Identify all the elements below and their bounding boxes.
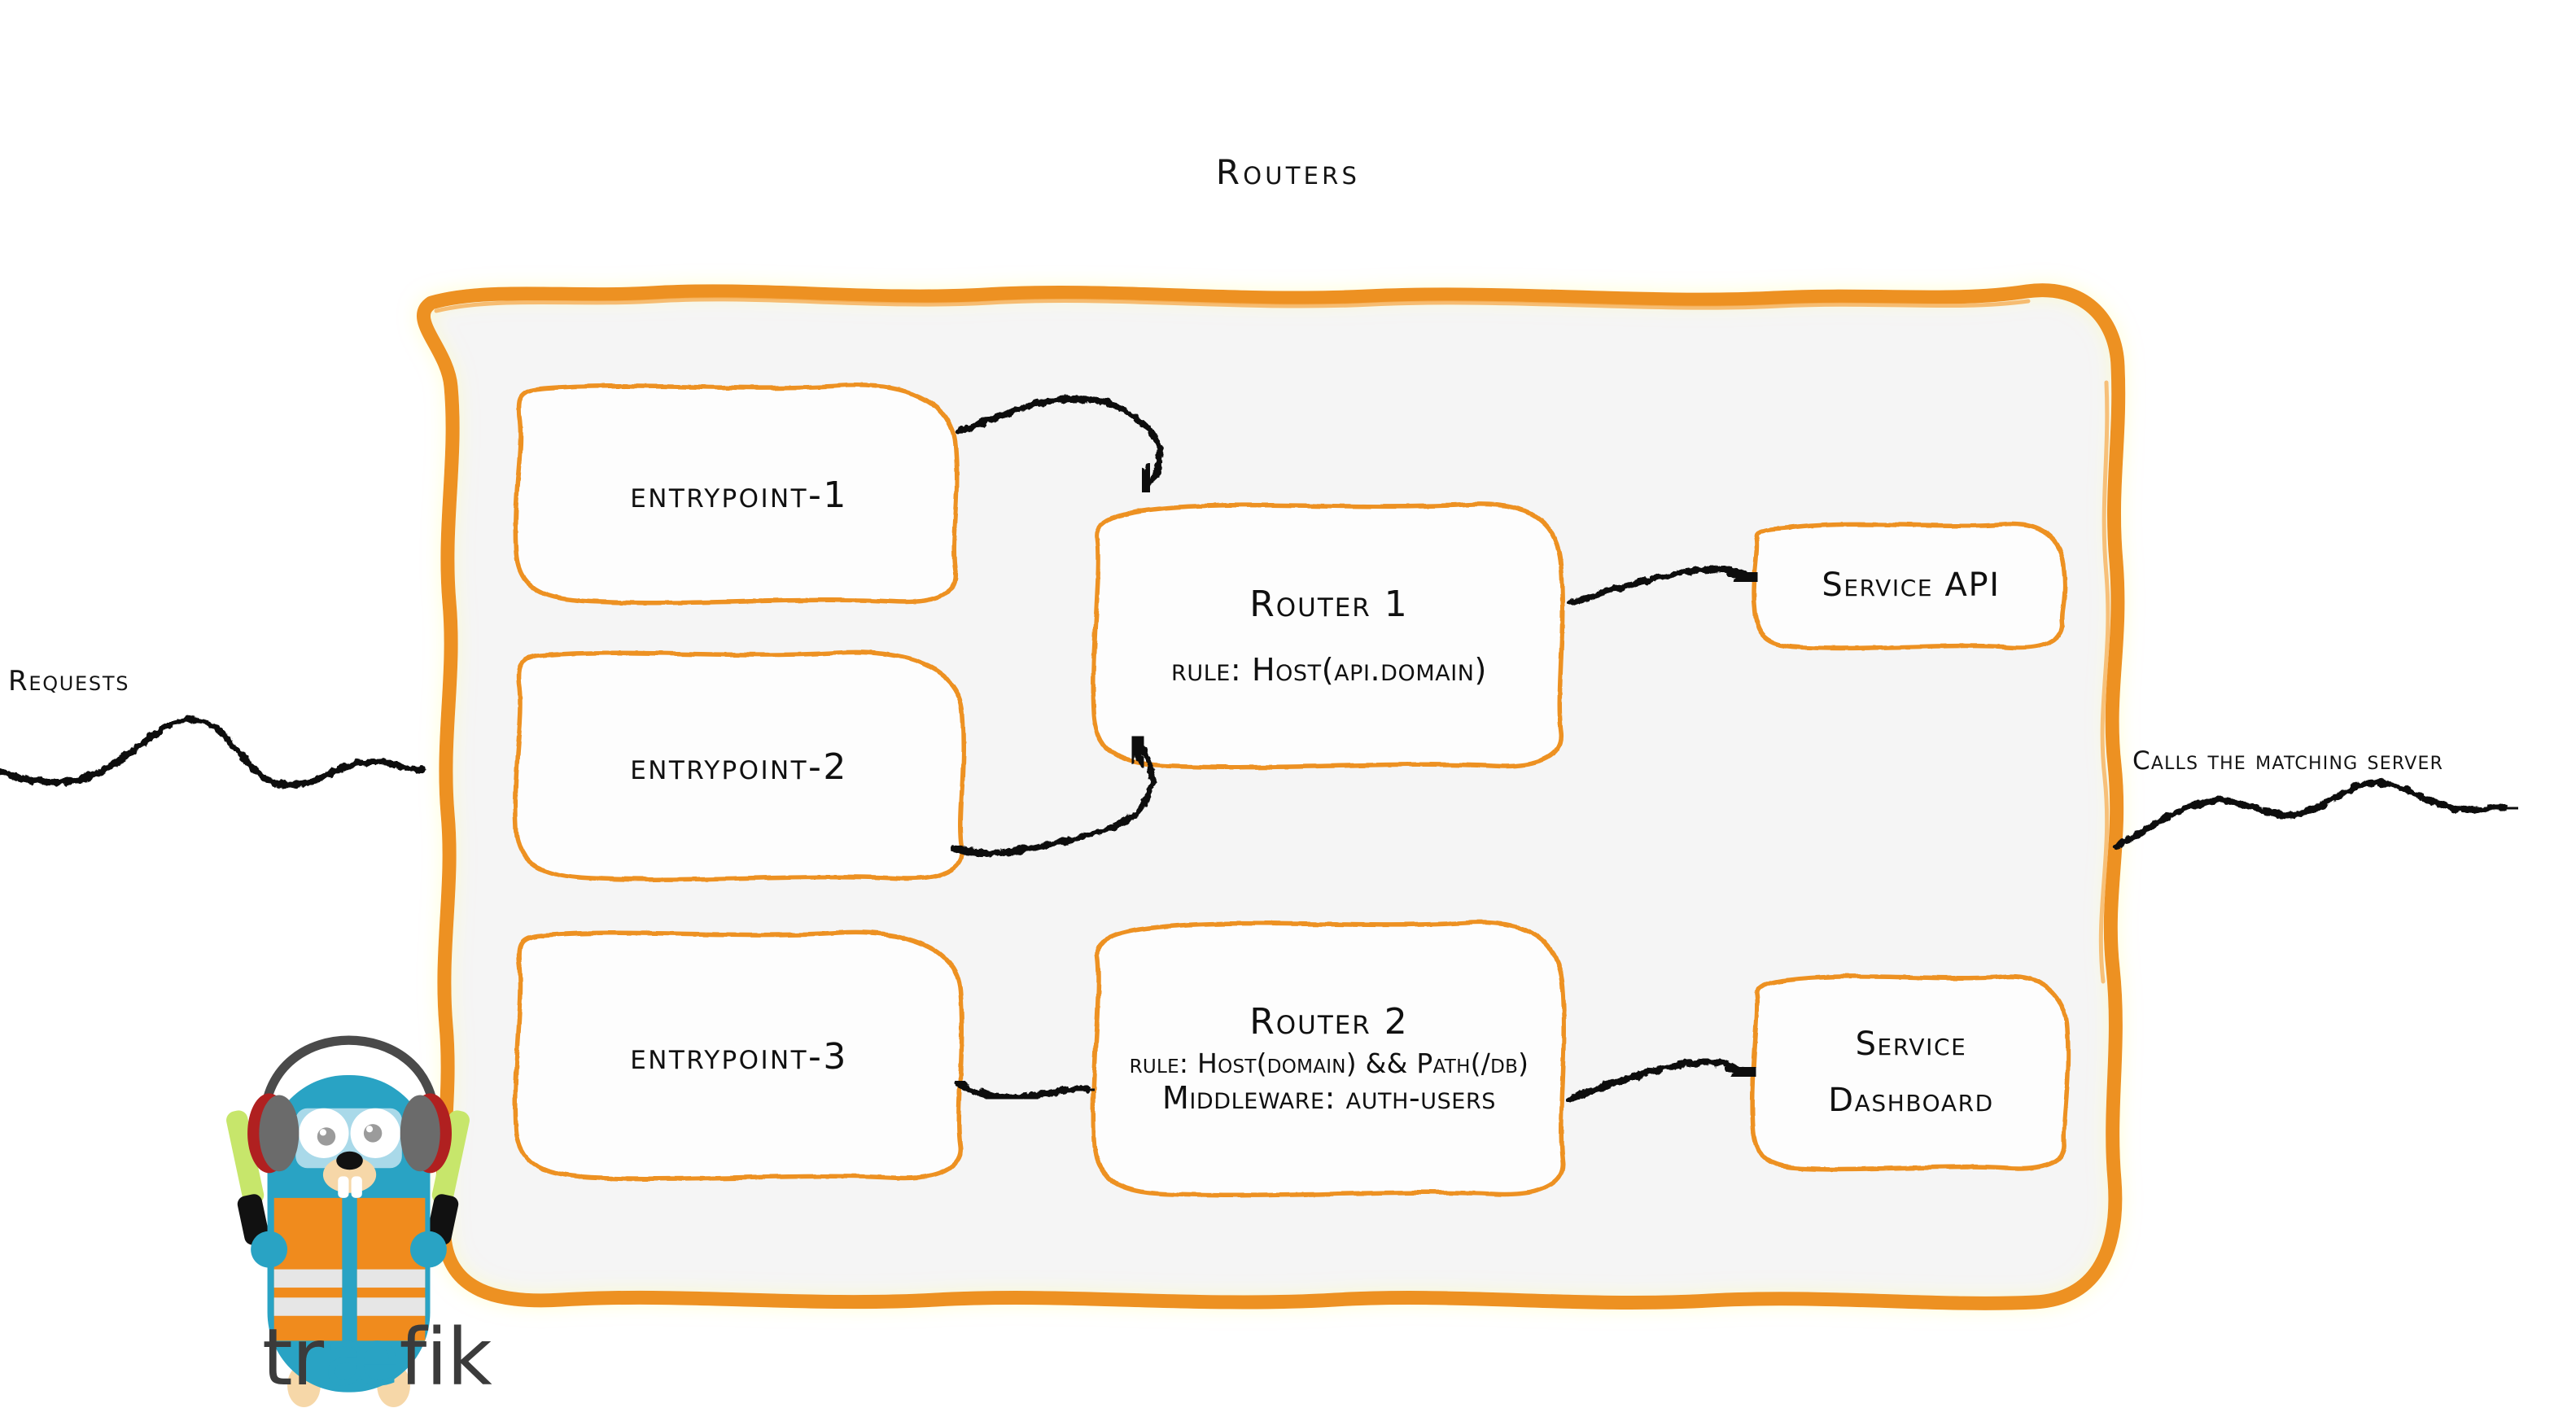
traefik-wordmark: træfik [262, 1318, 492, 1397]
headphone-ear-left [247, 1093, 300, 1174]
wordmark-suffix: fik [399, 1312, 492, 1403]
goggles [295, 1108, 402, 1169]
wordmark-ae-ligature: æ [323, 1312, 400, 1403]
router-1-node[interactable]: Router 1 rule: Host(api.domain) [1094, 505, 1564, 767]
service-api-node[interactable]: Service API [1753, 524, 2069, 648]
hand-left [251, 1231, 288, 1268]
eye-right [350, 1108, 400, 1158]
service-dashboard-label-2: Dashboard [1828, 1082, 1994, 1119]
tooth-left [338, 1176, 349, 1198]
baton-right-icon [426, 1110, 470, 1245]
router-2-title: Router 2 [1249, 1001, 1409, 1043]
wordmark-prefix: tr [262, 1312, 324, 1403]
router-2-middleware: Middleware: auth-users [1162, 1080, 1496, 1116]
tooth-right [351, 1176, 362, 1198]
router-1-title: Router 1 [1249, 583, 1409, 625]
headphone-ear-right [400, 1093, 452, 1174]
calls-matching-server-label: Calls the matching server [2132, 746, 2444, 776]
service-api-label: Service API [1822, 566, 2001, 605]
nose [336, 1151, 363, 1170]
service-dashboard-node[interactable]: Service Dashboard [1753, 977, 2069, 1169]
requests-label: Requests [8, 665, 130, 697]
page-title: Routers [1215, 152, 1361, 192]
router-2-node[interactable]: Router 2 rule: Host(domain) && Path(/db)… [1094, 923, 1564, 1195]
entrypoint-2-label: entrypoint-2 [630, 746, 848, 789]
service-dashboard-label-1: Service [1855, 1025, 1967, 1063]
router-2-rule: rule: Host(domain) && Path(/db) [1129, 1047, 1529, 1080]
eye-left [299, 1108, 349, 1158]
entrypoint-1-label: entrypoint-1 [630, 474, 848, 517]
entrypoint-3-label: entrypoint-3 [630, 1036, 848, 1078]
entrypoint-2-node[interactable]: entrypoint-2 [516, 656, 962, 879]
router-1-rule: rule: Host(api.domain) [1171, 651, 1487, 688]
snout [322, 1156, 377, 1193]
entrypoint-3-node[interactable]: entrypoint-3 [516, 936, 962, 1178]
entrypoint-1-node[interactable]: entrypoint-1 [516, 389, 962, 602]
baton-left-icon [226, 1110, 269, 1245]
hand-right [410, 1231, 447, 1268]
headphone-band [259, 1035, 440, 1126]
